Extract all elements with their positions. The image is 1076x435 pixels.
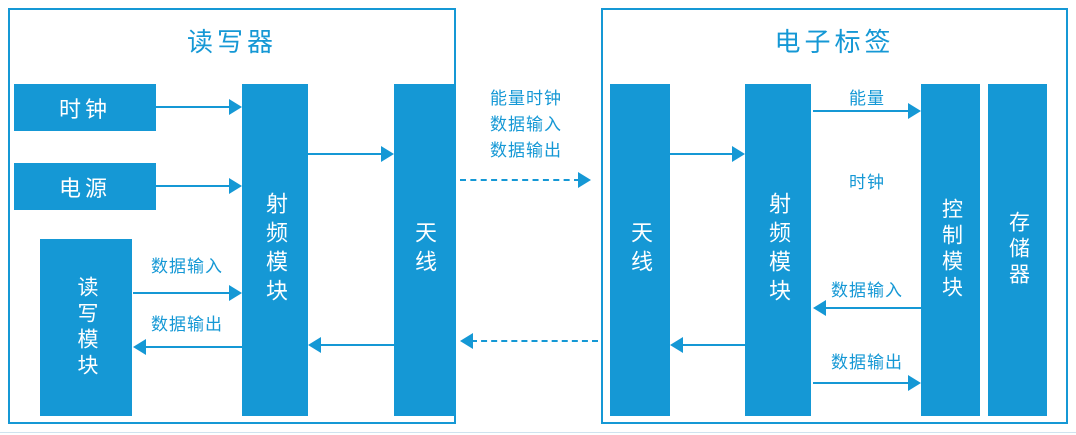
arrowhead-right-icon <box>578 172 591 188</box>
arrow-rw-to-rf-data-in <box>133 285 242 301</box>
arrow-data-in-control-to-rf <box>813 300 921 316</box>
arrow-shaft <box>308 153 383 155</box>
arrowhead-left-icon <box>813 300 826 316</box>
arrow-tag-antenna-to-rf <box>670 146 745 162</box>
arrow-shaft <box>824 307 921 309</box>
arrow-antenna-to-rf <box>308 337 394 353</box>
reader-antenna-box: 天线 <box>394 84 454 416</box>
memory-box: 存储器 <box>988 84 1047 416</box>
arrowhead-right-icon <box>381 146 394 162</box>
arrow-rf-to-antenna <box>308 146 394 162</box>
arrow-shaft <box>319 344 394 346</box>
arrowhead-left-icon <box>670 337 683 353</box>
tag-energy-label: 能量 <box>849 89 885 108</box>
arrowhead-right-icon <box>229 99 242 115</box>
arrow-rf-to-rw-data-out <box>133 339 242 355</box>
arrowhead-right-icon <box>908 375 921 391</box>
arrow-tag-rf-to-antenna <box>670 337 745 353</box>
arrowhead-right-icon <box>229 178 242 194</box>
arrow-clock-to-rf <box>156 99 242 115</box>
tag-rf-module-box: 射频模块 <box>745 84 811 416</box>
tag-antenna-box: 天线 <box>610 84 670 416</box>
arrowhead-left-icon <box>308 337 321 353</box>
arrow-shaft <box>156 185 231 187</box>
arrowhead-right-icon <box>908 103 921 119</box>
arrow-shaft <box>813 382 910 384</box>
arrowhead-right-icon <box>229 285 242 301</box>
reader-rf-module-box: 射频模块 <box>242 84 308 416</box>
reader-data-out-label: 数据输出 <box>151 315 223 334</box>
clock-box: 时钟 <box>14 84 156 131</box>
bottom-divider <box>0 432 1076 433</box>
arrow-shaft <box>144 346 242 348</box>
tag-data-out-label: 数据输出 <box>831 353 903 372</box>
dashed-arrow-shaft <box>460 179 580 181</box>
arrow-shaft <box>133 292 231 294</box>
arrow-shaft <box>670 153 734 155</box>
dashed-arrow-tag-to-reader <box>460 333 598 349</box>
arrowhead-left-icon <box>460 333 473 349</box>
reader-title: 读写器 <box>186 27 277 57</box>
air-label-data-in: 数据输入 <box>490 115 562 134</box>
arrow-shaft <box>813 110 910 112</box>
arrowhead-right-icon <box>732 146 745 162</box>
tag-data-in-label: 数据输入 <box>831 281 903 300</box>
dashed-arrow-shaft <box>471 340 598 342</box>
arrow-shaft <box>156 106 231 108</box>
air-label-data-out: 数据输出 <box>490 141 562 160</box>
control-module-box: 控制模块 <box>921 84 980 416</box>
arrow-power-to-rf <box>156 178 242 194</box>
arrow-shaft <box>681 344 745 346</box>
reader-data-in-label: 数据输入 <box>151 257 223 276</box>
read-write-module-box: 读写模块 <box>40 239 132 416</box>
arrow-energy-rf-to-control <box>813 103 921 119</box>
arrowhead-left-icon <box>133 339 146 355</box>
tag-title: 电子标签 <box>774 27 895 57</box>
air-label-energy-clock: 能量时钟 <box>490 89 562 108</box>
power-box: 电源 <box>14 163 156 210</box>
dashed-arrow-reader-to-tag <box>460 172 591 188</box>
arrow-data-out-rf-to-control <box>813 375 921 391</box>
tag-clock-label: 时钟 <box>849 173 885 192</box>
